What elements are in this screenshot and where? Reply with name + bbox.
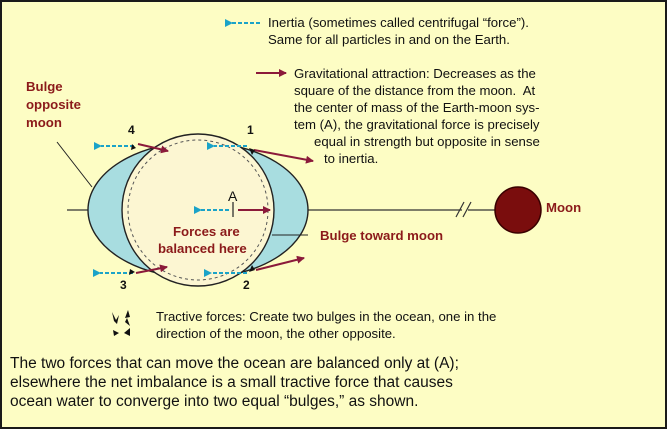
tractive-legend-icon bbox=[112, 310, 130, 336]
bulge-opposite-label-3: moon bbox=[26, 114, 62, 131]
bulge-opposite-label-2: opposite bbox=[26, 96, 81, 113]
gravity-legend-line4: tem (A), the gravitational force is prec… bbox=[294, 116, 540, 133]
bulge-opposite-leader bbox=[57, 142, 92, 187]
moon bbox=[495, 187, 541, 233]
point-a-label: A bbox=[228, 188, 237, 204]
bulge-opposite-label-1: Bulge bbox=[26, 78, 63, 95]
gravity-legend-line6: to inertia. bbox=[324, 150, 378, 167]
tractive-legend-line1: Tractive forces: Create two bulges in th… bbox=[156, 308, 496, 325]
point-3-label: 3 bbox=[120, 278, 127, 292]
point-1-label: 1 bbox=[247, 123, 254, 137]
gravity-legend-line5: equal in strength but opposite in sense bbox=[314, 133, 540, 150]
inertia-legend-line2: Same for all particles in and on the Ear… bbox=[268, 31, 510, 48]
tractive-legend-line2: direction of the moon, the other opposit… bbox=[156, 325, 396, 342]
gravity-legend-line3: the center of mass of the Earth-moon sys… bbox=[294, 99, 540, 116]
moon-label: Moon bbox=[546, 199, 581, 216]
gravity-legend-line1: Gravitational attraction: Decreases as t… bbox=[294, 65, 536, 82]
gravity-legend-line2: square of the distance from the moon. At bbox=[294, 82, 535, 99]
bulge-toward-label: Bulge toward moon bbox=[320, 227, 443, 244]
footer-line1: The two forces that can move the ocean a… bbox=[10, 354, 459, 373]
footer-line2: elsewhere the net imbalance is a small t… bbox=[10, 373, 453, 392]
point-4-label: 4 bbox=[128, 123, 135, 137]
footer-line3: ocean water to converge into two equal “… bbox=[10, 392, 418, 411]
forces-balanced-label-1: Forces are bbox=[173, 223, 240, 240]
inertia-legend-line1: Inertia (sometimes called centrifugal “f… bbox=[268, 14, 529, 31]
forces-balanced-label-2: balanced here bbox=[158, 240, 247, 257]
point-2-label: 2 bbox=[243, 278, 250, 292]
